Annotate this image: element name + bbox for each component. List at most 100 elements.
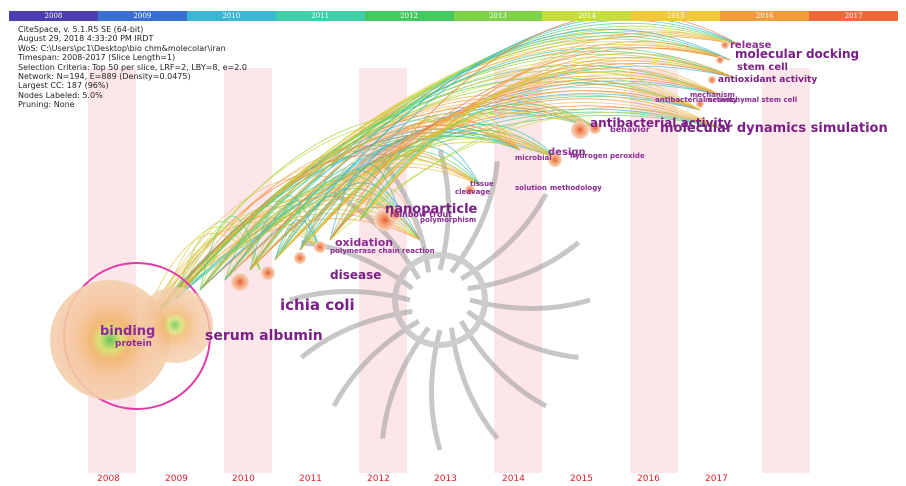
- color-bar-year: 2014: [577, 12, 596, 20]
- keyword-label: binding: [100, 324, 155, 339]
- keyword-node: [465, 185, 475, 195]
- color-bar-segment: 2015: [631, 11, 721, 21]
- keyword-label: design: [548, 147, 586, 158]
- color-bar-year: 2013: [489, 12, 507, 20]
- year-label: 2013: [434, 474, 457, 484]
- color-bar-segment: 2013: [453, 11, 543, 21]
- year-label: 2015: [570, 474, 593, 484]
- keyword-label: antibacterial activity: [590, 116, 731, 130]
- color-bar-year: 2017: [844, 12, 863, 20]
- color-bar-segment: 2009: [97, 11, 187, 21]
- citation-link: [199, 124, 561, 291]
- citation-link: [274, 219, 321, 261]
- info-line: WoS: C:\Users\pc1\Desktop\bio chm&moleco…: [18, 43, 226, 53]
- keyword-label: oxidation: [335, 236, 393, 249]
- citation-link: [139, 119, 521, 331]
- citation-link: [249, 94, 601, 271]
- keyword-label: protein: [115, 339, 152, 349]
- citespace-info-panel: CiteSpace, v. 5.1.R5 SE (64-bit) August …: [18, 25, 247, 110]
- citation-link: [329, 112, 521, 241]
- info-line: CiteSpace, v. 5.1.R5 SE (64-bit): [18, 25, 144, 34]
- color-bar-year: 2012: [400, 12, 418, 20]
- keyword-node: [294, 252, 306, 264]
- color-bar-segment: 2017: [809, 11, 899, 21]
- citation-link: [299, 117, 521, 251]
- color-bar-year: 2008: [44, 12, 63, 20]
- info-line: Timespan: 2008-2017 (Slice Length=1): [18, 53, 176, 63]
- keyword-node: [571, 121, 589, 139]
- keyword-label: behavior: [610, 125, 650, 134]
- keyword-label: antibacterial activity: [655, 96, 738, 104]
- keyword-nodes: [50, 41, 729, 410]
- citation-link: [329, 129, 561, 241]
- citation-link: [174, 144, 481, 301]
- keyword-label: serum albumin: [205, 328, 323, 344]
- citation-link: [359, 62, 721, 221]
- info-line: Largest CC: 187 (96%): [18, 81, 109, 91]
- year-stripe: [630, 68, 678, 473]
- citation-link: [249, 179, 401, 271]
- year-stripe: [88, 68, 136, 473]
- color-bar-segment: 2012: [364, 11, 454, 21]
- color-bar-year: 2010: [222, 12, 241, 20]
- keyword-label: microbial: [515, 154, 552, 162]
- citation-link: [224, 101, 721, 281]
- citation-link: [199, 105, 721, 291]
- citation-link: [249, 141, 561, 271]
- color-bar-year: 2015: [666, 12, 685, 20]
- keyword-node: [589, 122, 601, 134]
- citation-link: [329, 108, 601, 241]
- keyword-label: mesenchymal stem cell: [705, 96, 797, 104]
- citation-link: [329, 67, 721, 241]
- year-label: 2010: [232, 474, 255, 484]
- keyword-label: cleavage: [455, 188, 490, 196]
- keyword-label: rainbow trout: [390, 210, 452, 219]
- citation-link: [329, 75, 701, 241]
- citation-link: [359, 107, 721, 221]
- color-bar-segment: 2011: [275, 11, 365, 21]
- keyword-label: release: [730, 40, 772, 51]
- keyword-label: mechanism: [690, 91, 735, 99]
- keyword-label: stem cell: [737, 62, 788, 73]
- keyword-label: hydrogen peroxide: [570, 152, 645, 160]
- citation-link: [199, 50, 736, 291]
- keyword-node: [708, 76, 716, 84]
- year-label: 2011: [299, 474, 322, 484]
- info-line: Pruning: None: [18, 100, 75, 110]
- info-line: August 29, 2018 4:33:20 PM IRDT: [18, 34, 154, 44]
- citation-link: [299, 16, 741, 251]
- keyword-node: [716, 56, 724, 64]
- info-line: Nodes Labeled: 5.0%: [18, 90, 103, 100]
- keyword-label: solution: [515, 184, 547, 192]
- citation-link: [299, 169, 401, 251]
- citation-link: [359, 107, 521, 221]
- citation-link: [299, 150, 481, 251]
- color-bar-year: 2011: [311, 12, 330, 20]
- citation-link: [274, 28, 731, 261]
- citation-link: [224, 120, 561, 281]
- keyword-label: methodology: [550, 184, 602, 192]
- year-label: 2017: [705, 474, 728, 484]
- citation-link: [329, 111, 721, 241]
- keyword-label: nanoparticle: [385, 202, 478, 217]
- citation-link: [329, 13, 741, 241]
- keyword-node: [388, 207, 402, 221]
- citation-link: [329, 163, 401, 241]
- citation-link: [299, 182, 421, 251]
- color-bar-year: 2009: [133, 12, 152, 20]
- year-label: 2008: [97, 474, 120, 484]
- watermark-petal: [428, 329, 443, 451]
- keyword-node: [137, 287, 213, 363]
- keyword-label: molecular docking: [735, 47, 859, 61]
- citation-link: [359, 124, 561, 221]
- keyword-node: [548, 153, 562, 167]
- citation-link: [359, 52, 736, 221]
- color-bar-segment: 2014: [542, 11, 632, 21]
- info-line: Selection Criteria: Top 50 per slice, LR…: [18, 62, 247, 72]
- citation-link: [224, 200, 321, 281]
- keyword-node: [314, 241, 326, 253]
- keyword-label: tissue: [470, 180, 494, 188]
